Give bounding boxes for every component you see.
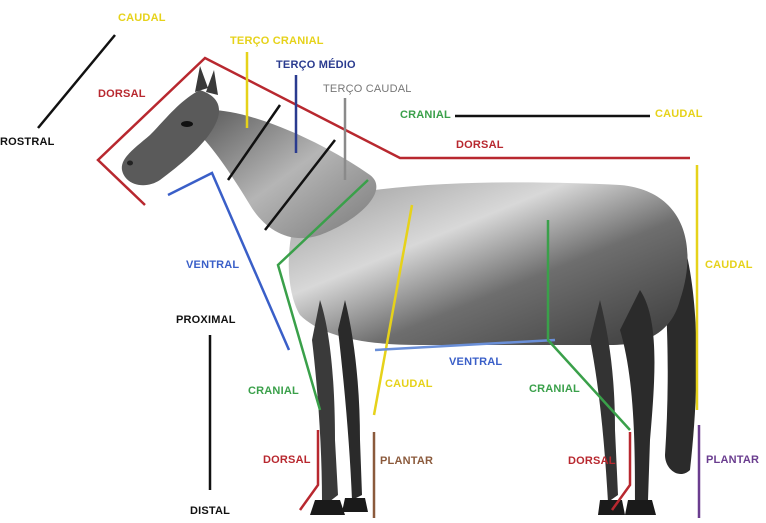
rostral-caudal-axis-line xyxy=(38,35,115,128)
label-rostral: ROSTRAL xyxy=(0,136,55,148)
label-caudal-rear: CAUDAL xyxy=(705,259,753,271)
horse-head xyxy=(122,90,219,185)
horse-illustration xyxy=(122,66,697,515)
horse-hooves xyxy=(310,498,656,515)
horse-neck xyxy=(200,110,376,238)
label-terco-caudal: TERÇO CAUDAL xyxy=(323,83,412,95)
label-dorsal-back: DORSAL xyxy=(456,139,504,151)
label-cranial-hindleg: CRANIAL xyxy=(529,383,580,395)
label-proximal: PROXIMAL xyxy=(176,314,236,326)
horse-eye xyxy=(181,121,193,127)
label-cranial-axis: CRANIAL xyxy=(400,109,451,121)
label-dorsal-hindfoot: DORSAL xyxy=(568,455,616,467)
label-ventral-neck: VENTRAL xyxy=(186,259,239,271)
dorsal-forefoot-line xyxy=(300,430,318,510)
horse-nostril xyxy=(127,161,133,166)
label-distal: DISTAL xyxy=(190,505,230,517)
label-dorsal-forefoot: DORSAL xyxy=(263,454,311,466)
label-plantar-fore: PLANTAR xyxy=(380,455,433,467)
label-dorsal-head: DORSAL xyxy=(98,88,146,100)
label-caudal-top: CAUDAL xyxy=(118,12,166,24)
label-cranial-foreleg: CRANIAL xyxy=(248,385,299,397)
label-caudal-foreleg: CAUDAL xyxy=(385,378,433,390)
label-plantar-hind: PLANTAR xyxy=(706,454,759,466)
label-terco-cranial: TERÇO CRANIAL xyxy=(230,35,324,47)
label-caudal-axis: CAUDAL xyxy=(655,108,703,120)
label-terco-medio: TERÇO MÉDIO xyxy=(276,59,356,71)
horse-ears xyxy=(195,66,218,95)
label-ventral-belly: VENTRAL xyxy=(449,356,502,368)
horse-hindleg-back xyxy=(620,290,654,503)
